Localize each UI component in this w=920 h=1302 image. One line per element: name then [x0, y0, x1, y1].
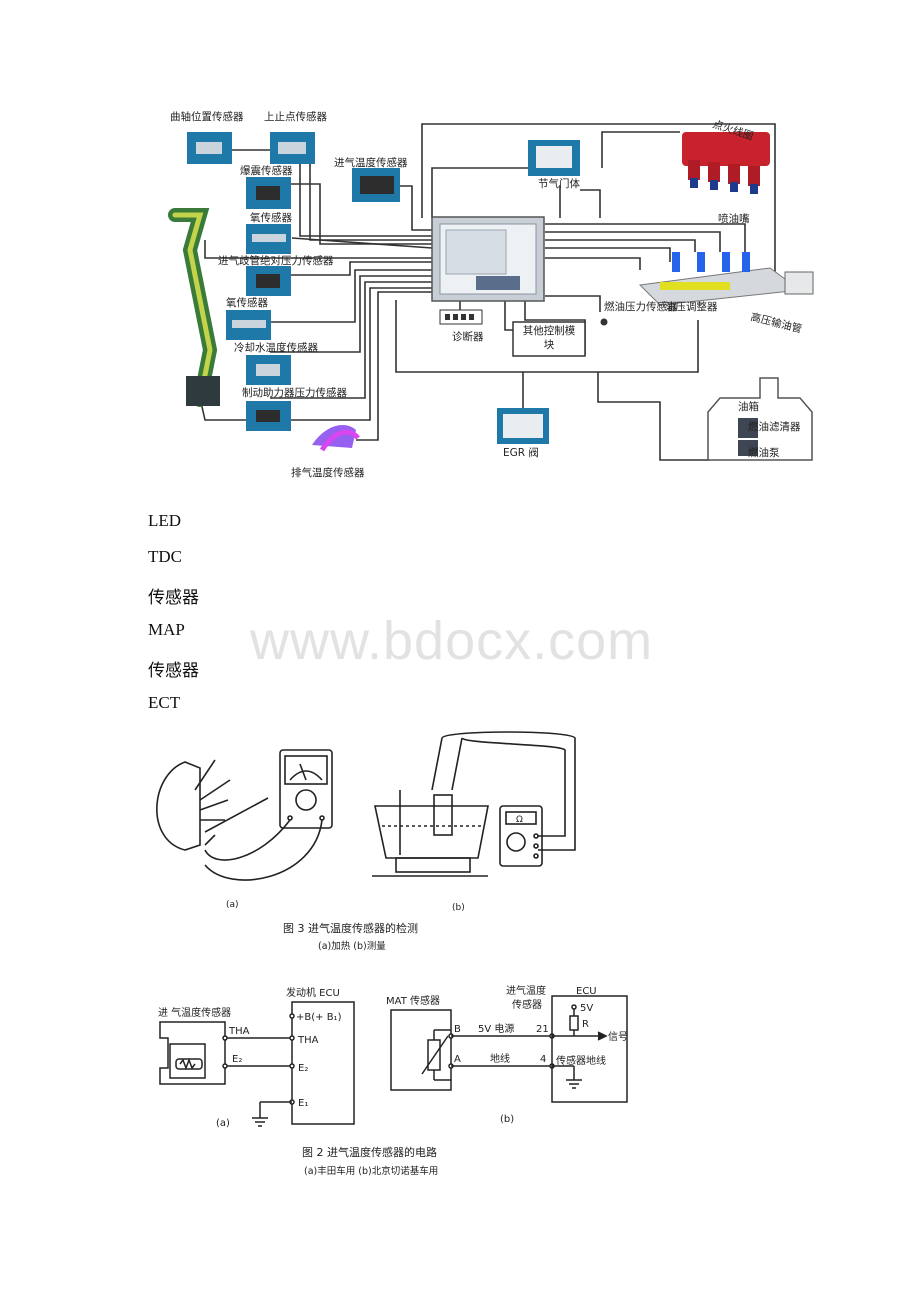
fig2b-sensor-label-1: 进气温度 — [506, 984, 546, 997]
fig2a-ecu-label: 发动机 ECU — [286, 986, 340, 999]
fig2b-power-label: 5V 电源 — [478, 1022, 514, 1035]
fig2b-5v: 5V — [580, 1003, 593, 1014]
fig2b-ecu-label: ECU — [576, 986, 597, 997]
fig2a-e1: E₁ — [298, 1098, 308, 1109]
fig2b-ground-label: 地线 — [490, 1052, 510, 1065]
engine-control-diagram: 曲轴位置传感器 上止点传感器 爆震传感器 进气温度传感器 节气门体 点火线圈 氧… — [168, 110, 814, 479]
fuel-tank-label: 油箱 — [738, 400, 759, 413]
intake-temp-sensor-label: 进气温度传感器 — [334, 156, 408, 169]
regulator-label: 油压调整器 — [665, 300, 718, 313]
egr-valve-label: EGR 阀 — [503, 446, 539, 459]
fuel-pump-label: 燃油泵 — [748, 446, 780, 459]
text-line-5: 传感器 — [148, 661, 199, 680]
text-line-6: ECT — [148, 693, 181, 712]
fig2b-signal-label: 信号 — [608, 1031, 628, 1043]
high-pressure-pipe-label: 高压输油管 — [749, 310, 803, 335]
fig2b-mat-label: MAT 传感器 — [386, 994, 440, 1007]
text-line-1: LED — [148, 511, 182, 530]
fig2-sub-a: (a) — [216, 1118, 230, 1129]
brake-sensor-label: 制动助力器压力传感器 — [242, 386, 347, 399]
crank-sensor-label: 曲轴位置传感器 — [170, 110, 244, 123]
fig2b-sensor-ground-label: 传感器地线 — [556, 1054, 606, 1067]
fig2a-b-pin: +B(+ B₁) — [296, 1012, 342, 1023]
tdc-sensor-label: 上止点传感器 — [264, 110, 327, 123]
text-line-2: TDC — [148, 547, 182, 566]
throttle-body-label: 节气门体 — [538, 177, 580, 190]
fuel-filter-label: 燃油滤清器 — [748, 420, 801, 433]
injector-label: 喷油嘴 — [718, 212, 750, 225]
fig2b-pin-b: B — [454, 1024, 461, 1035]
map-sensor-label: 进气歧管绝对压力传感器 — [218, 254, 334, 267]
fig2a-tha-right: THA — [297, 1035, 319, 1046]
text-line-4: MAP — [148, 620, 185, 639]
fig2a-e2-right: E₂ — [298, 1063, 308, 1074]
coolant-sensor-label: 冷却水温度传感器 — [234, 341, 318, 354]
text-line-3: 传感器 — [148, 588, 199, 607]
exhaust-temp-sensor-label: 排气温度传感器 — [291, 466, 365, 479]
fig2a-e2-left: E₂ — [232, 1054, 242, 1065]
fig3-sub-a: (a) — [226, 900, 239, 910]
fig2-title: 图 2 进气温度传感器的电路 — [302, 1145, 437, 1159]
oxygen-sensor-1-label: 氧传感器 — [250, 211, 292, 224]
fig2b-pin-a: A — [454, 1054, 461, 1065]
fig2b-pin-21: 21 — [536, 1024, 549, 1035]
fig2b-pin-4: 4 — [540, 1054, 546, 1065]
fig3-caption: (a)加热 (b)测量 — [318, 940, 386, 952]
diagnostic-label: 诊断器 — [452, 330, 484, 343]
oxygen-sensor-2-label: 氧传感器 — [226, 296, 268, 309]
fig3-title: 图 3 进气温度传感器的检测 — [283, 921, 418, 935]
fig2-caption: (a)丰田车用 (b)北京切诺基车用 — [304, 1165, 438, 1177]
fig3-sub-b: (b) — [452, 903, 465, 913]
knock-sensor-label: 爆震传感器 — [240, 164, 293, 177]
fig2b-r: R — [582, 1019, 589, 1030]
fuel-pressure-sensor-label: 燃油压力传感器 — [604, 300, 678, 313]
watermark: www.bdocx.com — [250, 611, 654, 671]
fig2-sub-b: (b) — [500, 1114, 514, 1125]
fig2a-sensor-label: 进 气温度传感器 — [158, 1006, 231, 1019]
fig2a-tha-left: THA — [228, 1026, 250, 1037]
fig2b-sensor-label-2: 传感器 — [512, 998, 542, 1011]
fig3-ohm: Ω — [516, 815, 523, 825]
other-module-label: 其他控制模块 — [522, 325, 576, 351]
